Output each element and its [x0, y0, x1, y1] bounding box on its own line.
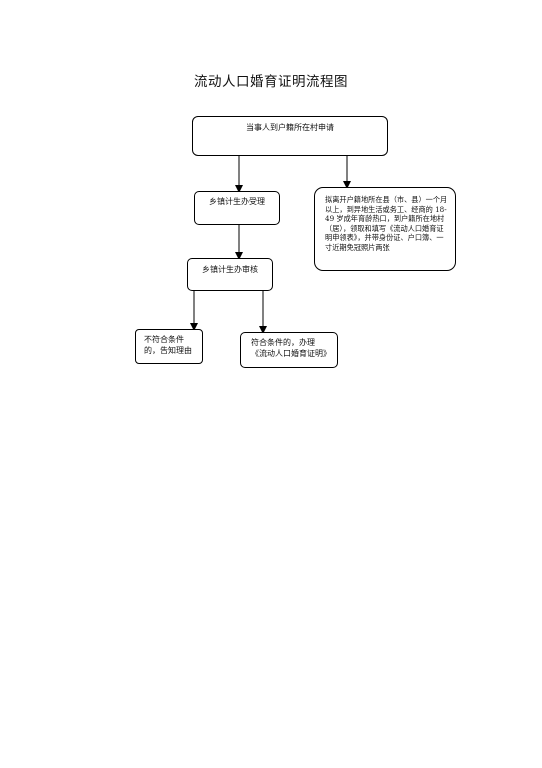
- page-title: 流动人口婚育证明流程图: [194, 74, 348, 90]
- node-eligible-line-1: 符合条件的，办理: [251, 338, 315, 347]
- node-requirements-label: 拟离开户籍地所在县（市、县）一个月以上，到异地生活或务工、经商的 18-49 岁…: [325, 195, 448, 252]
- node-eligible-line-2: 《流动人口婚育证明》: [251, 348, 331, 358]
- node-accept-label: 乡镇计生办受理: [209, 197, 265, 206]
- node-apply-label: 当事人到户籍所在村申请: [246, 123, 334, 132]
- node-review-label: 乡镇计生办审核: [202, 265, 258, 274]
- node-requirements: 拟离开户籍地所在县（市、县）一个月以上，到异地生活或务工、经商的 18-49 岁…: [314, 187, 456, 271]
- node-township-review: 乡镇计生办审核: [187, 258, 273, 291]
- node-township-accept: 乡镇计生办受理: [194, 191, 280, 225]
- node-reject-line-2: 的，告知理由: [144, 345, 192, 355]
- node-reject-line-1: 不符合条件: [144, 335, 184, 344]
- node-not-eligible: 不符合条件 的，告知理由: [135, 329, 203, 364]
- node-eligible: 符合条件的，办理 《流动人口婚育证明》: [240, 332, 338, 368]
- node-apply-at-village: 当事人到户籍所在村申请: [192, 116, 388, 156]
